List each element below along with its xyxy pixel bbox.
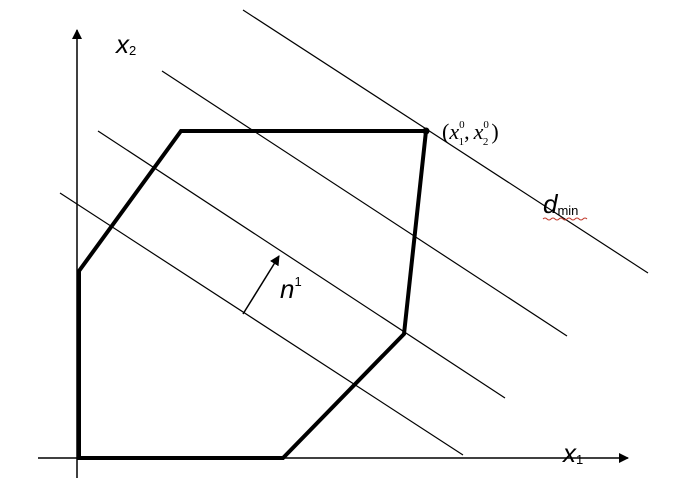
x2-axis-label: x2 — [114, 29, 136, 59]
normal-vector-arrow — [242, 255, 280, 315]
optimum-vertex-dot — [422, 127, 430, 135]
level-line-dmin — [242, 9, 649, 274]
dmin-label: dmin — [543, 189, 578, 219]
spellcheck-underline — [542, 217, 588, 221]
normal-vector-label: n1 — [280, 274, 302, 304]
level-line-1 — [59, 192, 464, 456]
level-line-2 — [97, 130, 506, 399]
level-line-3 — [161, 70, 568, 337]
feasible-polygon — [77, 129, 429, 460]
x1-axis-label: x1 — [561, 438, 583, 468]
